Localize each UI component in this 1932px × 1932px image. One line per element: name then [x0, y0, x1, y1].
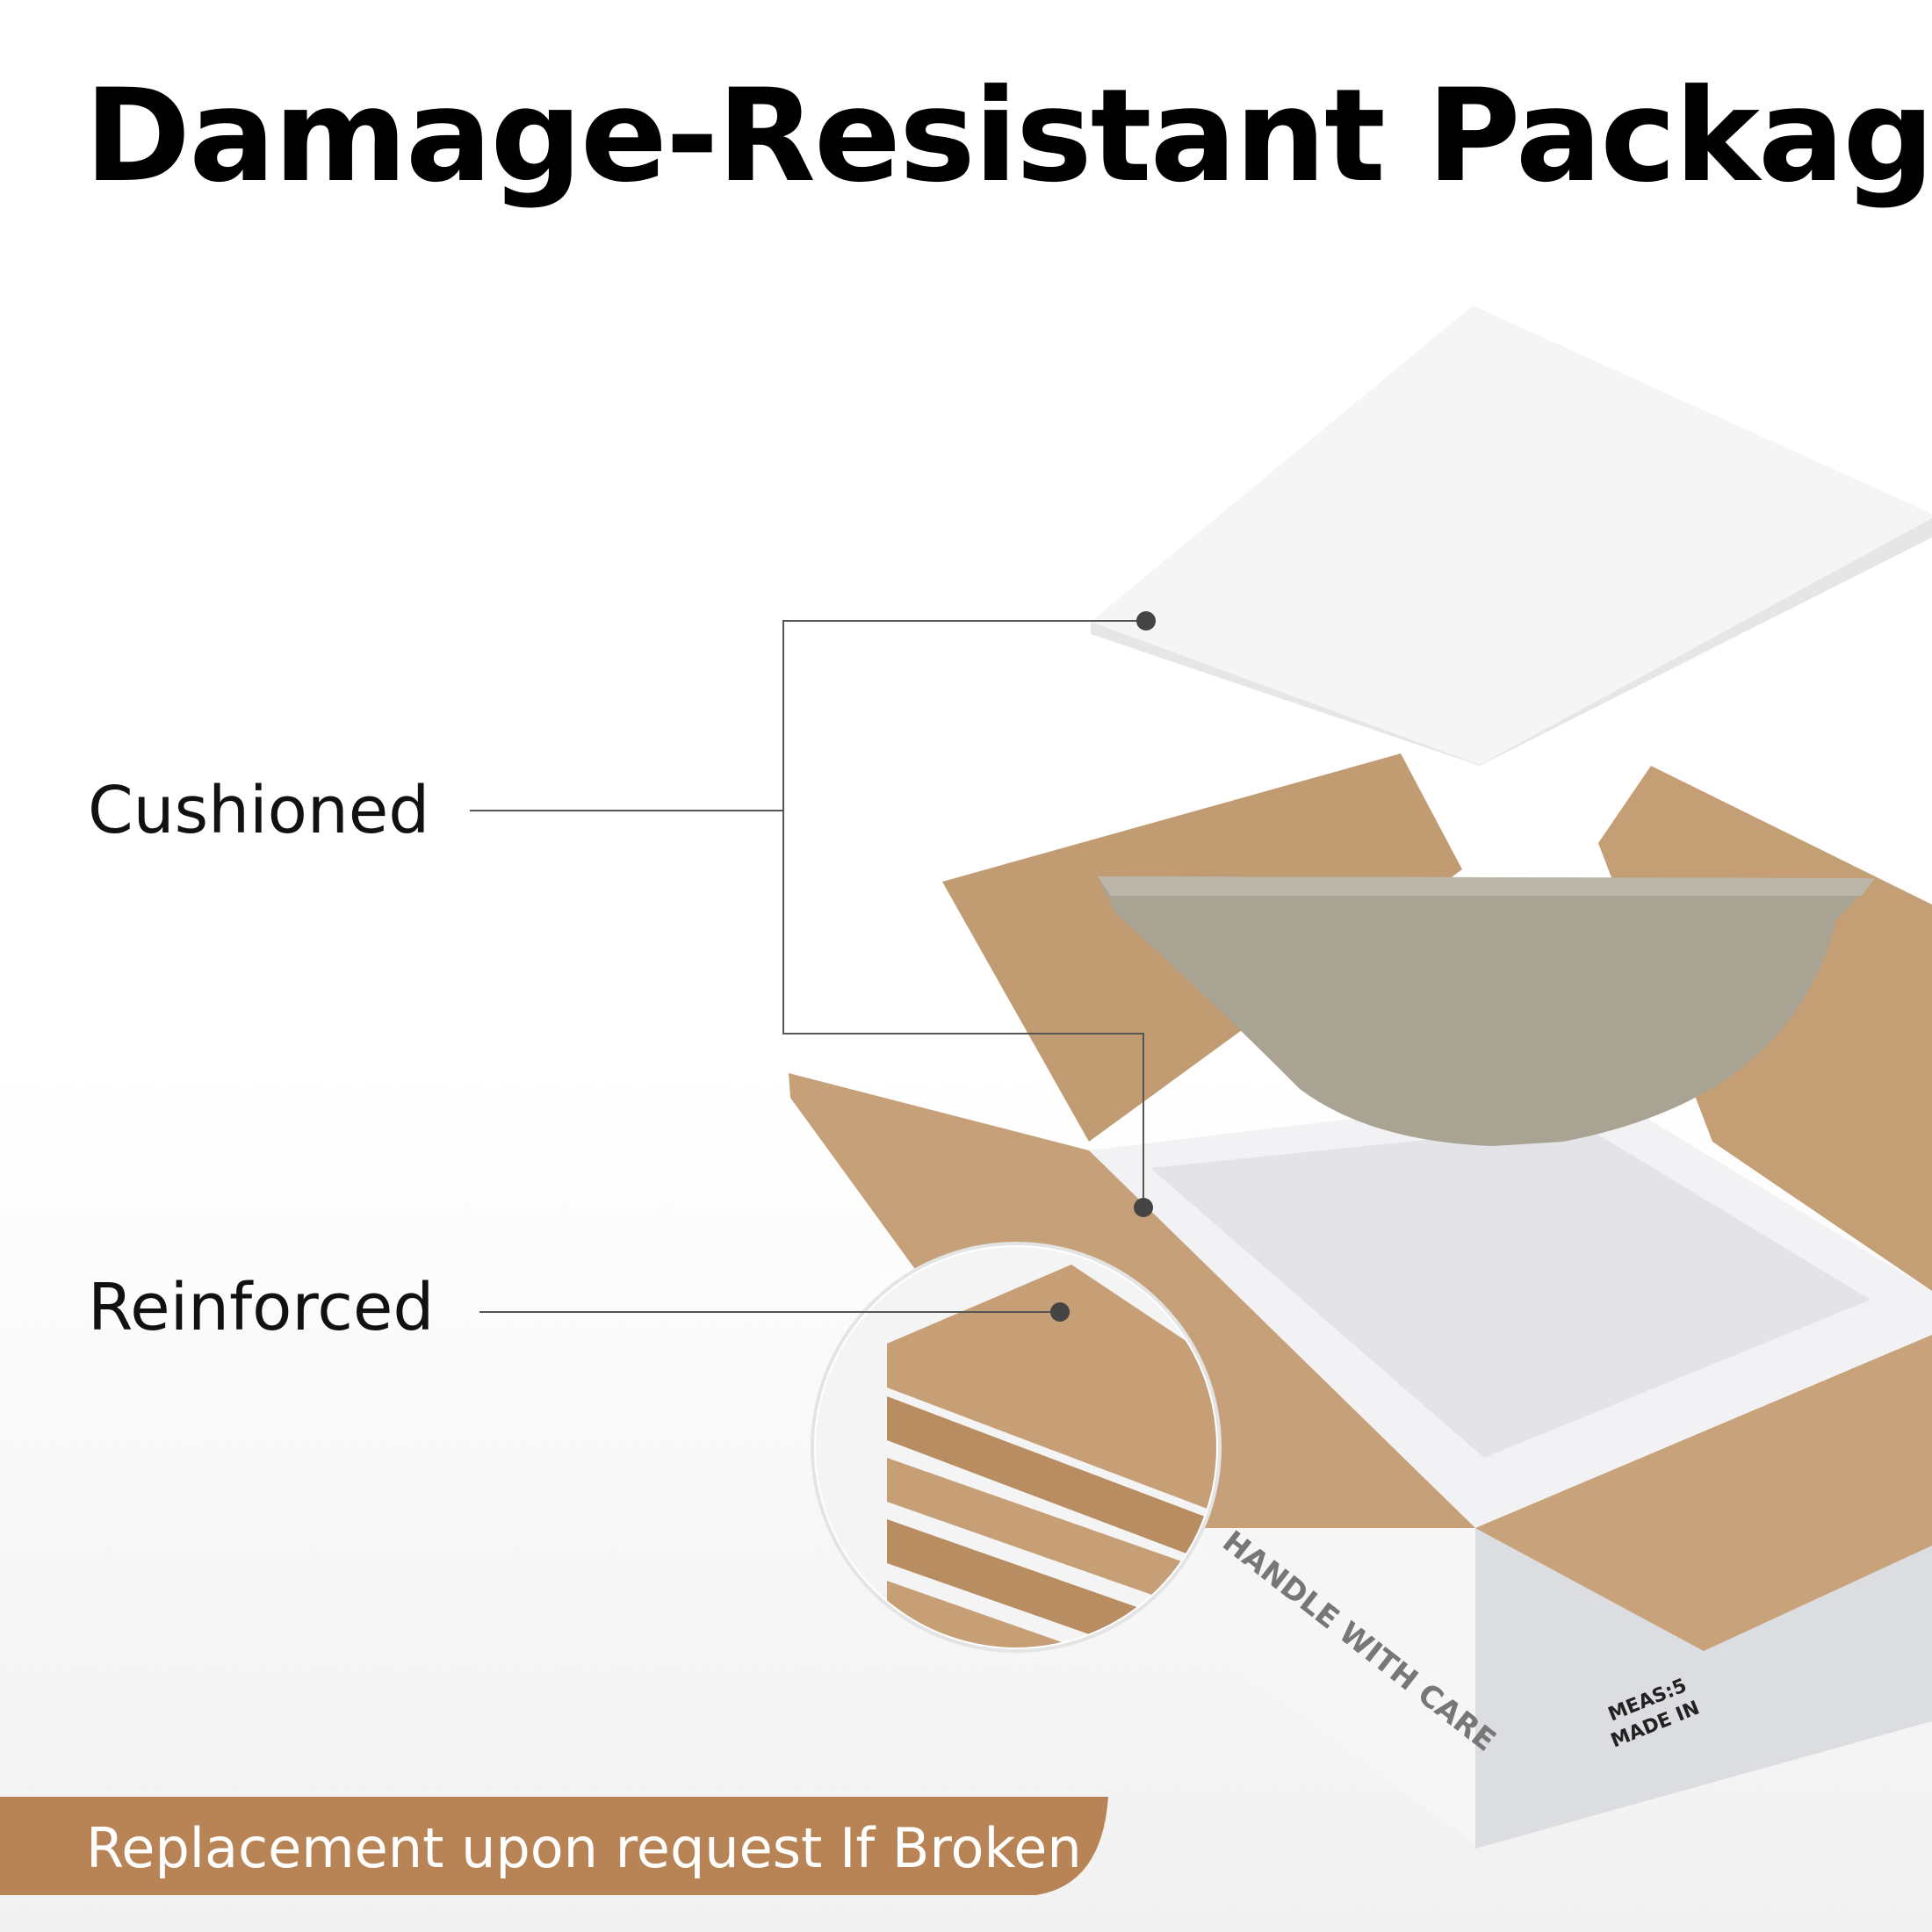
callout-dot-insert — [1134, 1198, 1153, 1217]
foam-cavity — [1150, 1124, 1871, 1458]
page-title: Damage-Resistant Package — [84, 61, 1932, 211]
callout-dot-lid — [1136, 611, 1156, 631]
callout-label-cushioned: Cushioned — [88, 773, 430, 848]
basin-rim — [1098, 876, 1875, 896]
replacement-banner-text: Replacement upon request If Broken — [86, 1816, 1082, 1880]
callout-dot-corrugated — [1050, 1302, 1070, 1322]
callout-label-reinforced: Reinforced — [88, 1270, 435, 1345]
foam-lid — [1091, 306, 1932, 765]
corrugated-inset — [811, 1242, 1222, 1653]
callout-lines — [470, 620, 1146, 1313]
foam-lid-edge — [1091, 518, 1932, 766]
box-side-left — [1203, 1519, 1475, 1844]
basin — [1098, 876, 1875, 1146]
replacement-banner — [0, 1797, 1108, 1895]
box-flap-front-right — [1475, 1335, 1932, 1651]
